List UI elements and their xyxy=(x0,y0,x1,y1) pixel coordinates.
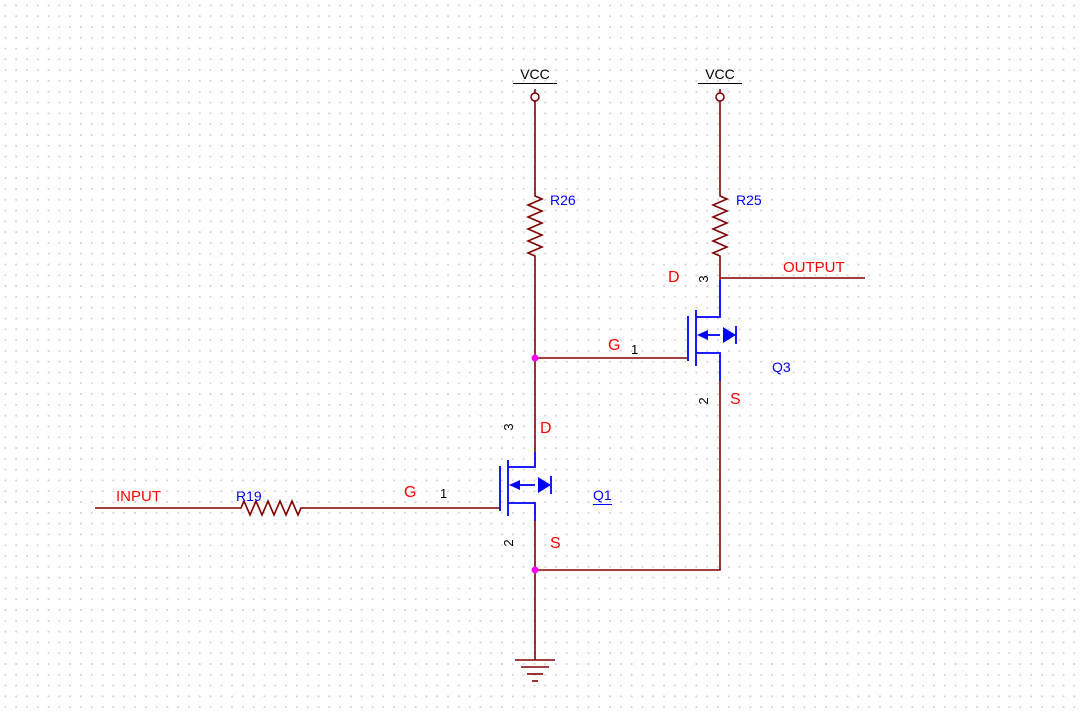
resistor-r26-designator[interactable]: R26 xyxy=(550,192,576,208)
q3-drain-lead xyxy=(696,280,721,318)
q1-drain-label: D xyxy=(540,420,552,437)
q3-body-arrow-icon xyxy=(697,330,708,340)
q1-source-lead xyxy=(508,502,536,521)
ground-symbol[interactable] xyxy=(515,659,555,682)
mosfet-q3-designator[interactable]: Q3 xyxy=(772,359,791,375)
q1-drain-pin-number: 3 xyxy=(501,423,516,431)
q1-source-pin-number: 2 xyxy=(501,539,516,547)
wire-q3-source-to-node[interactable] xyxy=(536,381,721,571)
mosfet-q1[interactable] xyxy=(499,452,552,521)
q1-source-label: S xyxy=(550,535,561,552)
resistor-r19[interactable] xyxy=(235,498,305,518)
q3-gate-pin-number: 1 xyxy=(631,342,639,357)
q1-body-arrow-icon xyxy=(509,480,520,490)
q3-source-label: S xyxy=(730,391,741,408)
power-port-vcc-right[interactable] xyxy=(715,89,725,102)
resistor-r25[interactable] xyxy=(710,190,730,262)
resistor-zigzag xyxy=(710,190,730,262)
junction-dot-gate-node xyxy=(531,354,539,362)
mosfet-q1-designator[interactable]: Q1 xyxy=(593,487,612,505)
q3-drain-pin-number: 3 xyxy=(696,275,711,283)
resistor-r19-designator[interactable]: R19 xyxy=(236,488,262,504)
power-port-circle-icon xyxy=(715,92,725,102)
q3-drain-label: D xyxy=(668,269,680,286)
q3-source-pin-number: 2 xyxy=(696,397,711,405)
junction-dot-source-node xyxy=(531,566,539,574)
power-port-vcc-left-label[interactable]: VCC xyxy=(513,67,557,84)
q1-drain-lead xyxy=(508,452,536,468)
q3-gate-label: G xyxy=(608,337,621,354)
q1-body-diode-icon xyxy=(538,477,551,493)
resistor-r26[interactable] xyxy=(525,190,545,262)
q3-source-lead xyxy=(696,352,721,381)
resistor-zigzag xyxy=(235,498,305,518)
power-port-circle-icon xyxy=(530,92,540,102)
q1-gate-label: G xyxy=(404,484,417,501)
q3-body-diode-icon xyxy=(723,327,736,343)
net-label-output[interactable]: OUTPUT xyxy=(783,259,845,276)
power-port-vcc-left[interactable] xyxy=(530,89,540,102)
net-label-input[interactable]: INPUT xyxy=(116,488,161,505)
q1-gate-pin-number: 1 xyxy=(440,486,448,501)
resistor-r25-designator[interactable]: R25 xyxy=(736,192,762,208)
resistor-zigzag xyxy=(525,190,545,262)
wires xyxy=(95,101,865,660)
mosfet-q3[interactable] xyxy=(687,280,737,381)
power-port-vcc-right-label[interactable]: VCC xyxy=(698,67,742,84)
